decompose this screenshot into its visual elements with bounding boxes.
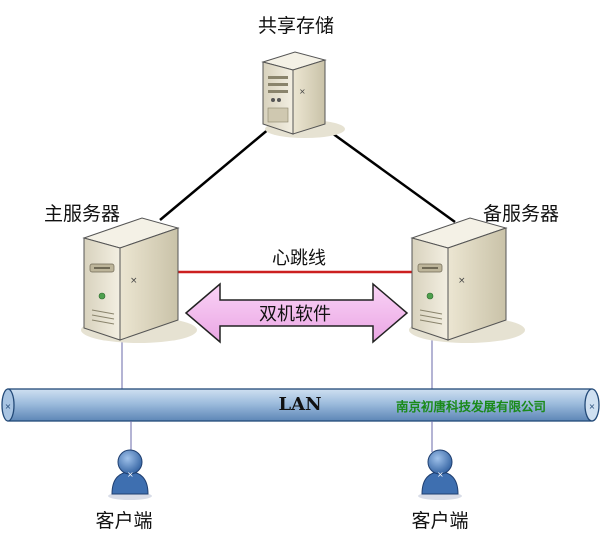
svg-text:×: × [458,276,466,286]
svg-text:×: × [5,402,12,411]
shared-storage-label: 共享存储 [257,15,335,37]
client-left-label: 客户端 [95,510,153,532]
svg-text:×: × [130,276,138,286]
client-right-user-icon: × [418,449,462,500]
storage-to-backup-line [324,126,456,224]
primary-server-label: 主服务器 [44,203,121,225]
svg-text:×: × [299,87,306,96]
svg-text:×: × [589,402,596,411]
storage-server-icon: × [261,51,345,138]
storage-to-primary-line [159,127,271,221]
backup-server-label: 备服务器 [483,203,560,225]
failover-double-arrow [184,282,409,344]
svg-text:×: × [437,470,444,479]
failover-software-label: 双机软件 [259,304,331,325]
lan-bus: × × [1,388,600,422]
svg-text:×: × [127,470,134,479]
lan-label: LAN [278,394,322,415]
client-right-label: 客户端 [411,510,469,532]
heartbeat-label: 心跳线 [272,248,326,269]
backup-server-icon: × [409,217,525,343]
company-name-label: 南京初唐科技发展有限公司 [396,399,547,414]
client-left-user-icon: × [108,449,152,500]
primary-server-icon: × [81,217,197,343]
